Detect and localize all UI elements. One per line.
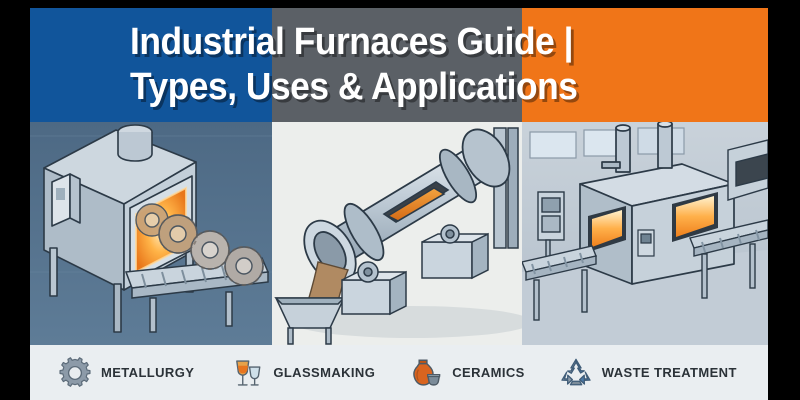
header-band-blue xyxy=(30,8,272,122)
glasses-icon xyxy=(236,359,261,386)
category-ceramics[interactable]: CERAMICS xyxy=(409,345,525,400)
category-glassmaking[interactable]: GLASSMAKING xyxy=(230,345,375,400)
pottery-icon xyxy=(413,359,441,386)
category-label: METALLURGY xyxy=(101,365,195,380)
panel-box-furnace xyxy=(30,122,272,345)
category-label: WASTE TREATMENT xyxy=(601,365,737,380)
recycle-icon xyxy=(561,358,591,385)
title-line-2: Types, Uses & Applications xyxy=(130,66,578,108)
illustration-strip xyxy=(30,122,768,345)
header-band-orange xyxy=(522,8,768,122)
category-metallurgy[interactable]: METALLURGY xyxy=(58,345,194,400)
header-band-gray xyxy=(272,8,522,122)
gear-icon xyxy=(59,356,91,387)
category-label: GLASSMAKING xyxy=(273,365,376,380)
page-title: Industrial Furnaces Guide | Types, Uses … xyxy=(30,8,768,122)
title-line-1: Industrial Furnaces Guide | xyxy=(130,21,574,64)
category-waste-treatment[interactable]: WASTE TREATMENT xyxy=(559,345,737,400)
panel-rotary-kiln xyxy=(272,122,522,345)
box-furnace-illustration xyxy=(30,122,272,345)
panel-conveyor-furnace xyxy=(522,122,768,345)
category-label: CERAMICS xyxy=(452,365,525,380)
conveyor-furnace-illustration xyxy=(522,122,768,345)
rotary-kiln-illustration xyxy=(272,122,522,345)
header-banner: Industrial Furnaces Guide | Types, Uses … xyxy=(30,8,768,122)
poster-canvas: Industrial Furnaces Guide | Types, Uses … xyxy=(30,8,768,400)
category-bar: METALLURGY xyxy=(30,345,768,400)
